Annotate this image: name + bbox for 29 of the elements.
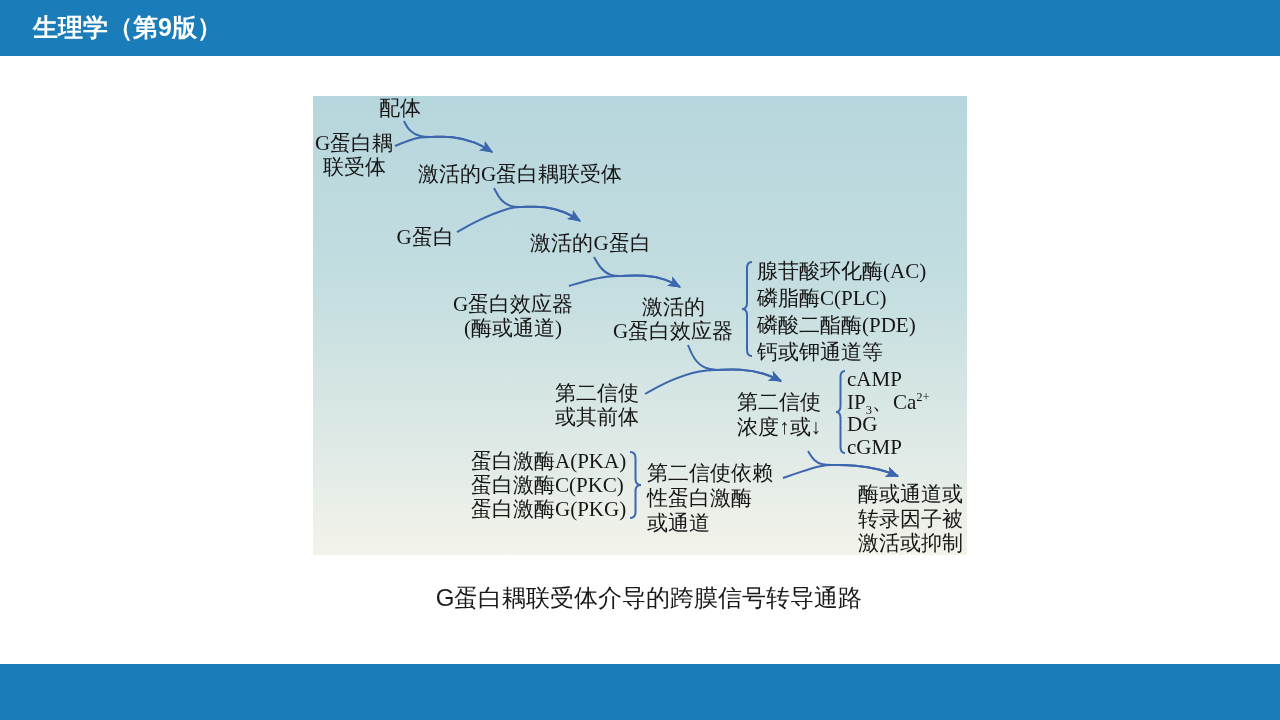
bracket-item-label: 腺苷酸环化酶(AC) [757, 258, 927, 285]
bracket-item-label: cGMP [847, 435, 902, 458]
step-label: 第二信使或其前体 [549, 380, 645, 430]
step-label: 配体 [372, 95, 428, 121]
bracket-item-label: 蛋白激酶A(PKA) [471, 449, 627, 473]
step-label: 激活的G蛋白耦联受体 [410, 152, 630, 188]
bracket-item-label: DG [847, 413, 878, 436]
arrow [782, 464, 899, 479]
step-label: 第二信使浓度↑或↓ [723, 381, 835, 451]
bracket-item-label: IP$_{3}$、Ca$^{2+}$ [847, 390, 930, 413]
slide-title: 生理学（第9版） [33, 12, 222, 43]
step-label: G蛋白 [393, 224, 457, 250]
bracket-item-label: 蛋白激酶G(PKG) [471, 497, 627, 521]
step-label: G蛋白耦联受体 [313, 130, 395, 180]
bracket-item-label: 蛋白激酶C(PKC) [471, 473, 624, 497]
arrow [567, 274, 681, 288]
arrow [394, 135, 494, 153]
step-label: 激活的G蛋白 [525, 221, 656, 257]
bracket-item-label: cAMP [847, 368, 902, 391]
step-label: 激活的G蛋白效应器 [606, 287, 740, 345]
step-label: 第二信使依赖性蛋白激酶或通道 [645, 460, 783, 537]
figure-caption: G蛋白耦联受体介导的跨膜信号转导通路 [435, 584, 863, 612]
bracket-item-label: 磷脂酶C(PLC) [757, 285, 887, 312]
arrow [456, 205, 581, 234]
bracket-item-label: 钙或钾通道等 [757, 339, 883, 366]
bracket-item-label: 磷酸二酯酶(PDE) [757, 312, 916, 339]
step-label: 酶或通道或转录因子被激活或抑制 [854, 476, 967, 556]
arrow [644, 368, 782, 395]
step-label: G蛋白效应器(酶或通道) [447, 286, 579, 342]
